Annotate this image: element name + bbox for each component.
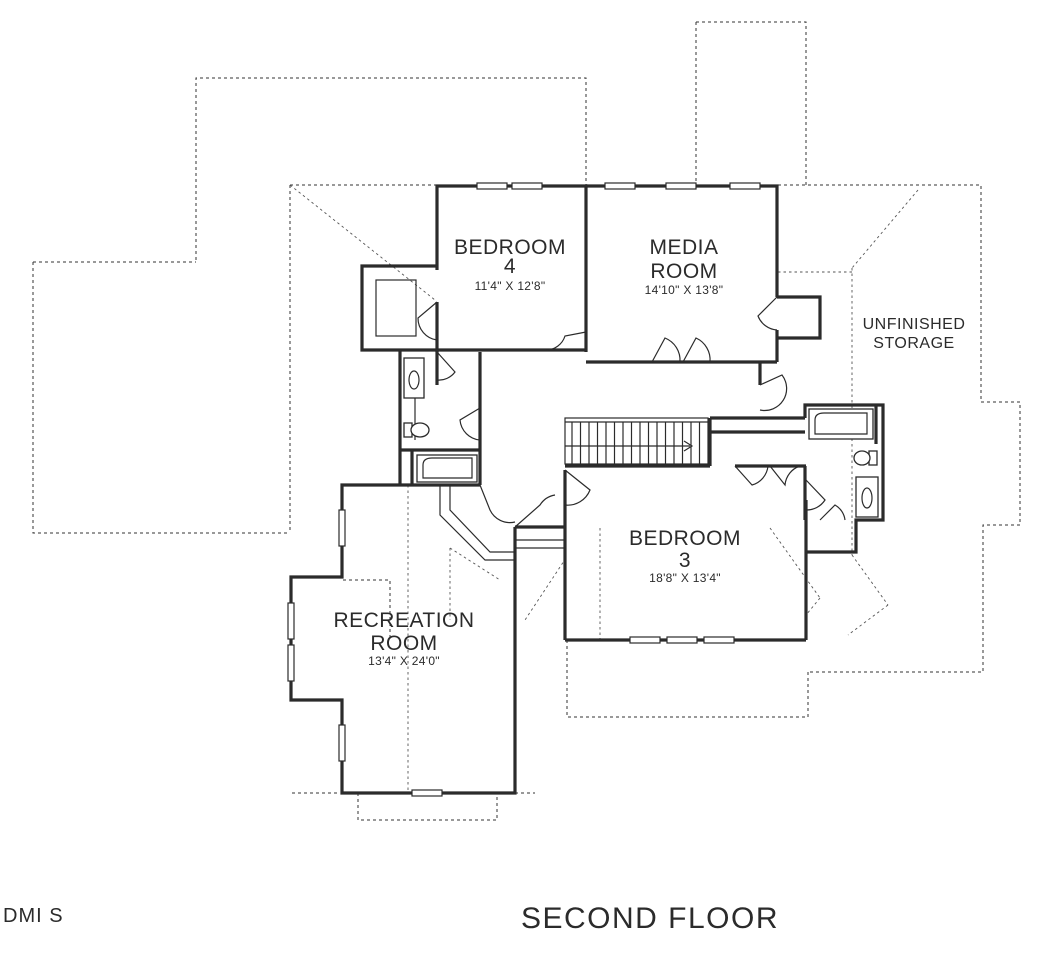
room-name-line: BEDROOM bbox=[629, 527, 741, 550]
logo-text: DMI S bbox=[3, 905, 64, 927]
fixtures bbox=[403, 357, 879, 518]
room-dimensions: 18'8" X 13'4" bbox=[649, 571, 721, 585]
storage-label-line: UNFINISHED bbox=[863, 316, 966, 333]
roof-hip-lines bbox=[289, 184, 919, 793]
room-label-recreation-room: RECREATION ROOM 13'4" X 24'0" bbox=[333, 609, 474, 668]
room-dimensions: 13'4" X 24'0" bbox=[368, 654, 440, 668]
room-name-line: ROOM bbox=[370, 632, 437, 655]
doors bbox=[417, 296, 846, 528]
windows bbox=[287, 182, 761, 797]
room-name-line: ROOM bbox=[650, 260, 717, 283]
room-name-line: 3 bbox=[679, 549, 691, 572]
storage-label-line: STORAGE bbox=[873, 335, 954, 352]
room-label-media-room: MEDIA ROOM 14'10" X 13'8" bbox=[645, 236, 724, 297]
label-unfinished-storage: UNFINISHED STORAGE bbox=[863, 316, 966, 352]
room-name-line: BEDROOM bbox=[454, 236, 566, 259]
room-label-bedroom-4: BEDROOM 4 11'4" X 12'8" bbox=[454, 236, 566, 293]
stairs bbox=[564, 417, 709, 465]
room-name-line: MEDIA bbox=[649, 236, 718, 259]
room-dimensions: 14'10" X 13'8" bbox=[645, 283, 724, 297]
walls bbox=[289, 184, 885, 795]
roof-outline-dashed bbox=[32, 21, 1021, 821]
room-name-line: RECREATION bbox=[333, 609, 474, 632]
room-name-line: 4 bbox=[504, 255, 516, 278]
room-label-bedroom-3: BEDROOM 3 18'8" X 13'4" bbox=[629, 527, 741, 585]
floor-title: SECOND FLOOR bbox=[521, 902, 779, 935]
room-dimensions: 11'4" X 12'8" bbox=[475, 279, 546, 293]
